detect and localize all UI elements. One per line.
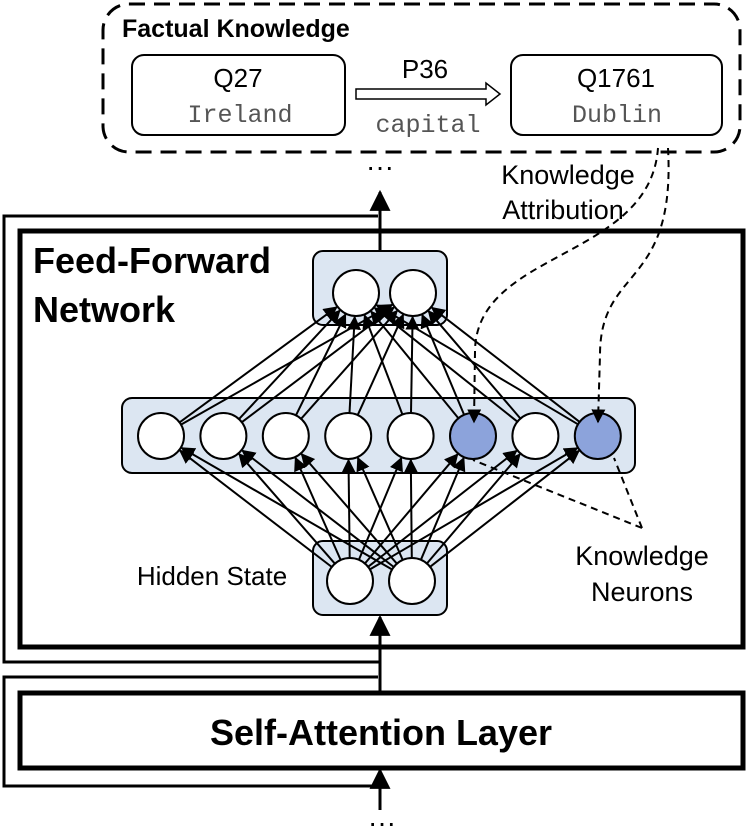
hidden-to-intermediate-link [180,447,393,571]
subject-entity: Q27 Ireland [131,54,346,136]
connections [178,303,581,571]
knowledge-attribution-line2: Attribution [502,195,624,225]
subject-id: Q27 [213,63,262,93]
hidden-to-intermediate-link [429,449,581,568]
relation-arrow-icon [355,81,502,107]
ffn-title-line2: Network [33,289,176,330]
intermediate-neuron [324,412,373,460]
intermediate-to-output-link [300,309,398,420]
relation-id: P36 [402,54,448,84]
ffn-title-line1: Feed-Forward [33,240,271,281]
intermediate-to-output-link [405,315,420,414]
knowledge-neurons-line1: Knowledge [575,541,709,571]
intermediate-to-output-link [430,306,581,423]
object-entity: Q1761 Dublin [510,54,723,136]
intermediate-to-output-link [373,307,519,423]
object-label: Dublin [572,101,662,130]
self-attention-label: Self-Attention Layer [210,712,552,753]
ellipsis-bottom: ··· [368,807,396,830]
self-attention-box [17,690,746,771]
intermediate-to-output-link [347,315,362,414]
intermediate-to-output-link [356,313,405,416]
knowledge-neuron-pointer-2 [613,457,643,529]
intermediate-to-output-link [362,314,404,415]
intermediate-to-output-link [178,306,338,424]
neurons [137,269,622,605]
subject-label: Ireland [187,101,292,130]
intermediate-neuron [137,412,185,460]
residual-line-ffn [2,214,380,664]
hidden-state-neuron [326,557,374,605]
intermediate-to-output-link [238,309,341,420]
hidden-to-intermediate-link [403,458,418,559]
knowledge-neuron [449,412,497,460]
relation: P36 capital [355,54,502,140]
intermediate-neuron [511,412,560,460]
intermediate-to-output-link [420,313,466,416]
intermediate-neuron [386,412,435,460]
hidden-to-intermediate-link [178,449,333,568]
hidden-to-intermediate-link [356,456,404,561]
knowledge-neuron-pointer-1 [472,459,643,529]
attribution-curve-2 [591,147,670,424]
attribution-curve-1 [467,147,659,424]
hidden-state-label: Hidden State [137,561,287,591]
object-id: Q1761 [577,63,655,93]
hidden-to-intermediate-link [300,453,398,565]
output-neuron [389,269,437,317]
hidden-state-neuron [388,557,436,605]
hidden-to-intermediate-link [419,456,466,561]
ellipsis-top: ··· [366,151,394,182]
intermediate-neuron [261,412,310,460]
intermediate-to-output-link [295,313,347,416]
relation-label: capital [375,111,480,140]
intermediate-to-output-link [370,310,460,419]
output-neuron [332,269,380,317]
knowledge-attribution-line1: Knowledge [501,160,635,190]
intermediate-to-output-link [375,304,579,426]
residual-line-attention [2,675,380,788]
intermediate-neuron [199,412,248,460]
knowledge-neurons-line2: Neurons [591,577,693,607]
factual-knowledge-box [101,2,742,154]
factual-knowledge-title: Factual Knowledge [122,15,350,43]
hidden-to-intermediate-link [241,449,395,568]
